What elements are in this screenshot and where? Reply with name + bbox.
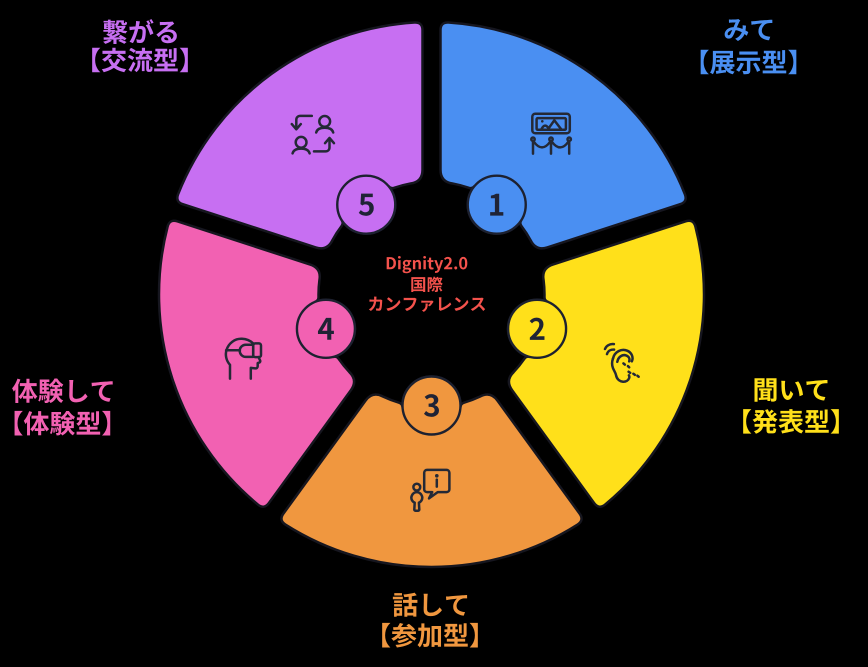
center-title-line1: [386, 255, 468, 274]
center-title: Dignity2.0 国際 カンファレンス: [368, 255, 486, 315]
segment-5: 繋がる 【交流型】: [75, 17, 424, 250]
segment-1-title: [724, 18, 773, 42]
segment-5-title-text: 繋がる: [101, 17, 179, 48]
center-title-text3: カンファレンス: [368, 295, 486, 315]
segment-5-label: 繋がる 【交流型】: [75, 17, 205, 76]
segment-3-label: 話して 【参加型】: [365, 590, 495, 651]
segment-2-number: [529, 317, 545, 340]
segment-4-type-text: 【体験型】: [0, 409, 127, 439]
segment-4-number-badge: [295, 298, 357, 359]
segment-2-type-text: 【発表型】: [726, 408, 856, 438]
segment-3-title: [392, 592, 468, 617]
segment-1-label: みて 【展示型】: [683, 16, 813, 78]
segment-5-number: [358, 193, 374, 216]
segment-2-title-text: 聞いて: [752, 376, 829, 406]
segment-1-type-text: 【展示型】: [683, 48, 813, 78]
people-exchange-icon: [290, 114, 336, 155]
exhibition-icon: [530, 112, 573, 155]
segment-4: 体験して 【体験型】: [0, 219, 357, 508]
segment-5-title: [103, 19, 177, 45]
speech-bubble-person-icon: [410, 468, 451, 512]
segment-4-title-text: 体験して: [11, 377, 114, 407]
segment-5-number-badge: [336, 174, 397, 235]
segment-1-title-text: みて: [722, 16, 774, 46]
segment-2-label: 聞いて 【発表型】: [726, 376, 856, 438]
segment-3-number: [424, 394, 439, 417]
segment-2: 聞いて 【発表型】: [506, 219, 856, 508]
center-title-line3: [368, 296, 486, 312]
center-title-line2: [411, 276, 443, 293]
center-title-text1: Dignity2.0: [379, 255, 475, 274]
segment-3-type: [382, 622, 478, 648]
segment-3-title-text: 話して: [391, 590, 468, 621]
segment-5-type-text: 【交流型】: [75, 45, 205, 76]
segment-3-type-text: 【参加型】: [365, 620, 495, 651]
segment-4-number: [317, 317, 334, 340]
segment-2-type: [743, 409, 839, 434]
vr-headset-icon: [224, 337, 263, 380]
segment-2-number-badge: [506, 298, 568, 359]
center-title-text2: 国際: [411, 274, 445, 294]
segment-1-type: [700, 49, 797, 75]
listening-ear-icon: [603, 342, 640, 383]
segment-3: 話して 【参加型】: [280, 375, 583, 651]
segment-2-title: [754, 378, 828, 402]
segment-4-type: [14, 410, 111, 436]
segment-4-title: [12, 378, 113, 404]
segment-1: みて 【展示型】: [439, 16, 813, 250]
segment-1-number: [490, 193, 504, 216]
segment-4-label: 体験して 【体験型】: [0, 377, 127, 439]
